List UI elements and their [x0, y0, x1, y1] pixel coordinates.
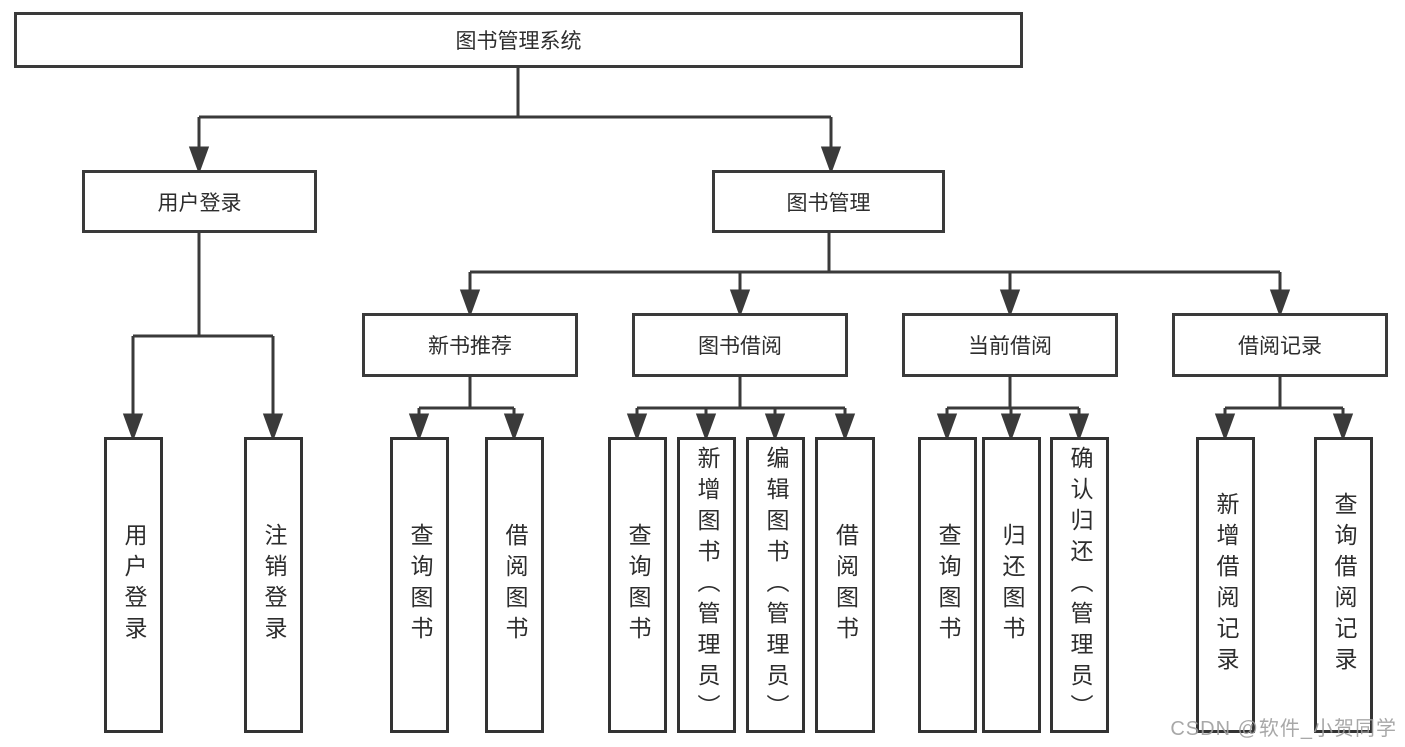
leaf-borrow-edit-book-admin-label: 编辑图书（管理员）: [763, 445, 789, 725]
node-root: 图书管理系统: [14, 12, 1023, 68]
leaf-current-query-book-label: 查询图书: [935, 523, 961, 647]
leaf-current-confirm-return-admin: 确认归还（管理员）: [1050, 437, 1109, 733]
leaf-borrow-add-book-admin: 新增图书（管理员）: [677, 437, 736, 733]
node-new-book-recommend-label: 新书推荐: [428, 335, 512, 358]
node-current-borrow: 当前借阅: [902, 313, 1118, 377]
node-root-label: 图书管理系统: [455, 30, 582, 53]
node-book-borrow: 图书借阅: [632, 313, 848, 377]
leaf-user-login: 用户登录: [104, 437, 163, 733]
node-book-management-label: 图书管理: [786, 191, 871, 215]
leaf-newbook-query-book-label: 查询图书: [407, 523, 433, 647]
node-current-borrow-label: 当前借阅: [968, 335, 1052, 358]
leaf-record-add-record: 新增借阅记录: [1196, 437, 1255, 733]
leaf-record-query-record-label: 查询借阅记录: [1331, 492, 1357, 678]
leaf-newbook-query-book: 查询图书: [390, 437, 449, 733]
node-book-borrow-label: 图书借阅: [698, 335, 782, 358]
leaf-logout: 注销登录: [244, 437, 303, 733]
leaf-borrow-borrow-book-label: 借阅图书: [832, 523, 859, 647]
node-new-book-recommend: 新书推荐: [362, 313, 578, 377]
node-borrow-records-label: 借阅记录: [1238, 335, 1322, 358]
leaf-current-return-book: 归还图书: [982, 437, 1041, 733]
leaf-current-query-book: 查询图书: [918, 437, 977, 733]
leaf-borrow-add-book-admin-label: 新增图书（管理员）: [694, 445, 720, 725]
leaf-newbook-borrow-book: 借阅图书: [485, 437, 544, 733]
node-user-login-label: 用户登录: [157, 191, 242, 215]
node-borrow-records: 借阅记录: [1172, 313, 1388, 377]
leaf-newbook-borrow-book-label: 借阅图书: [502, 523, 528, 647]
leaf-user-login-label: 用户登录: [121, 523, 147, 647]
leaf-borrow-query-book: 查询图书: [608, 437, 667, 733]
leaf-borrow-borrow-book: 借阅图书: [815, 437, 875, 733]
leaf-current-return-book-label: 归还图书: [999, 523, 1025, 647]
node-user-login: 用户登录: [82, 170, 317, 233]
leaf-record-query-record: 查询借阅记录: [1314, 437, 1373, 733]
leaf-current-confirm-return-admin-label: 确认归还（管理员）: [1067, 445, 1093, 725]
leaf-logout-label: 注销登录: [261, 523, 287, 647]
leaf-borrow-edit-book-admin: 编辑图书（管理员）: [746, 437, 805, 733]
leaf-record-add-record-label: 新增借阅记录: [1213, 492, 1239, 678]
csdn-watermark: CSDN @软件_小贺同学: [1170, 718, 1397, 740]
leaf-borrow-query-book-label: 查询图书: [625, 523, 651, 647]
node-book-management: 图书管理: [712, 170, 945, 233]
